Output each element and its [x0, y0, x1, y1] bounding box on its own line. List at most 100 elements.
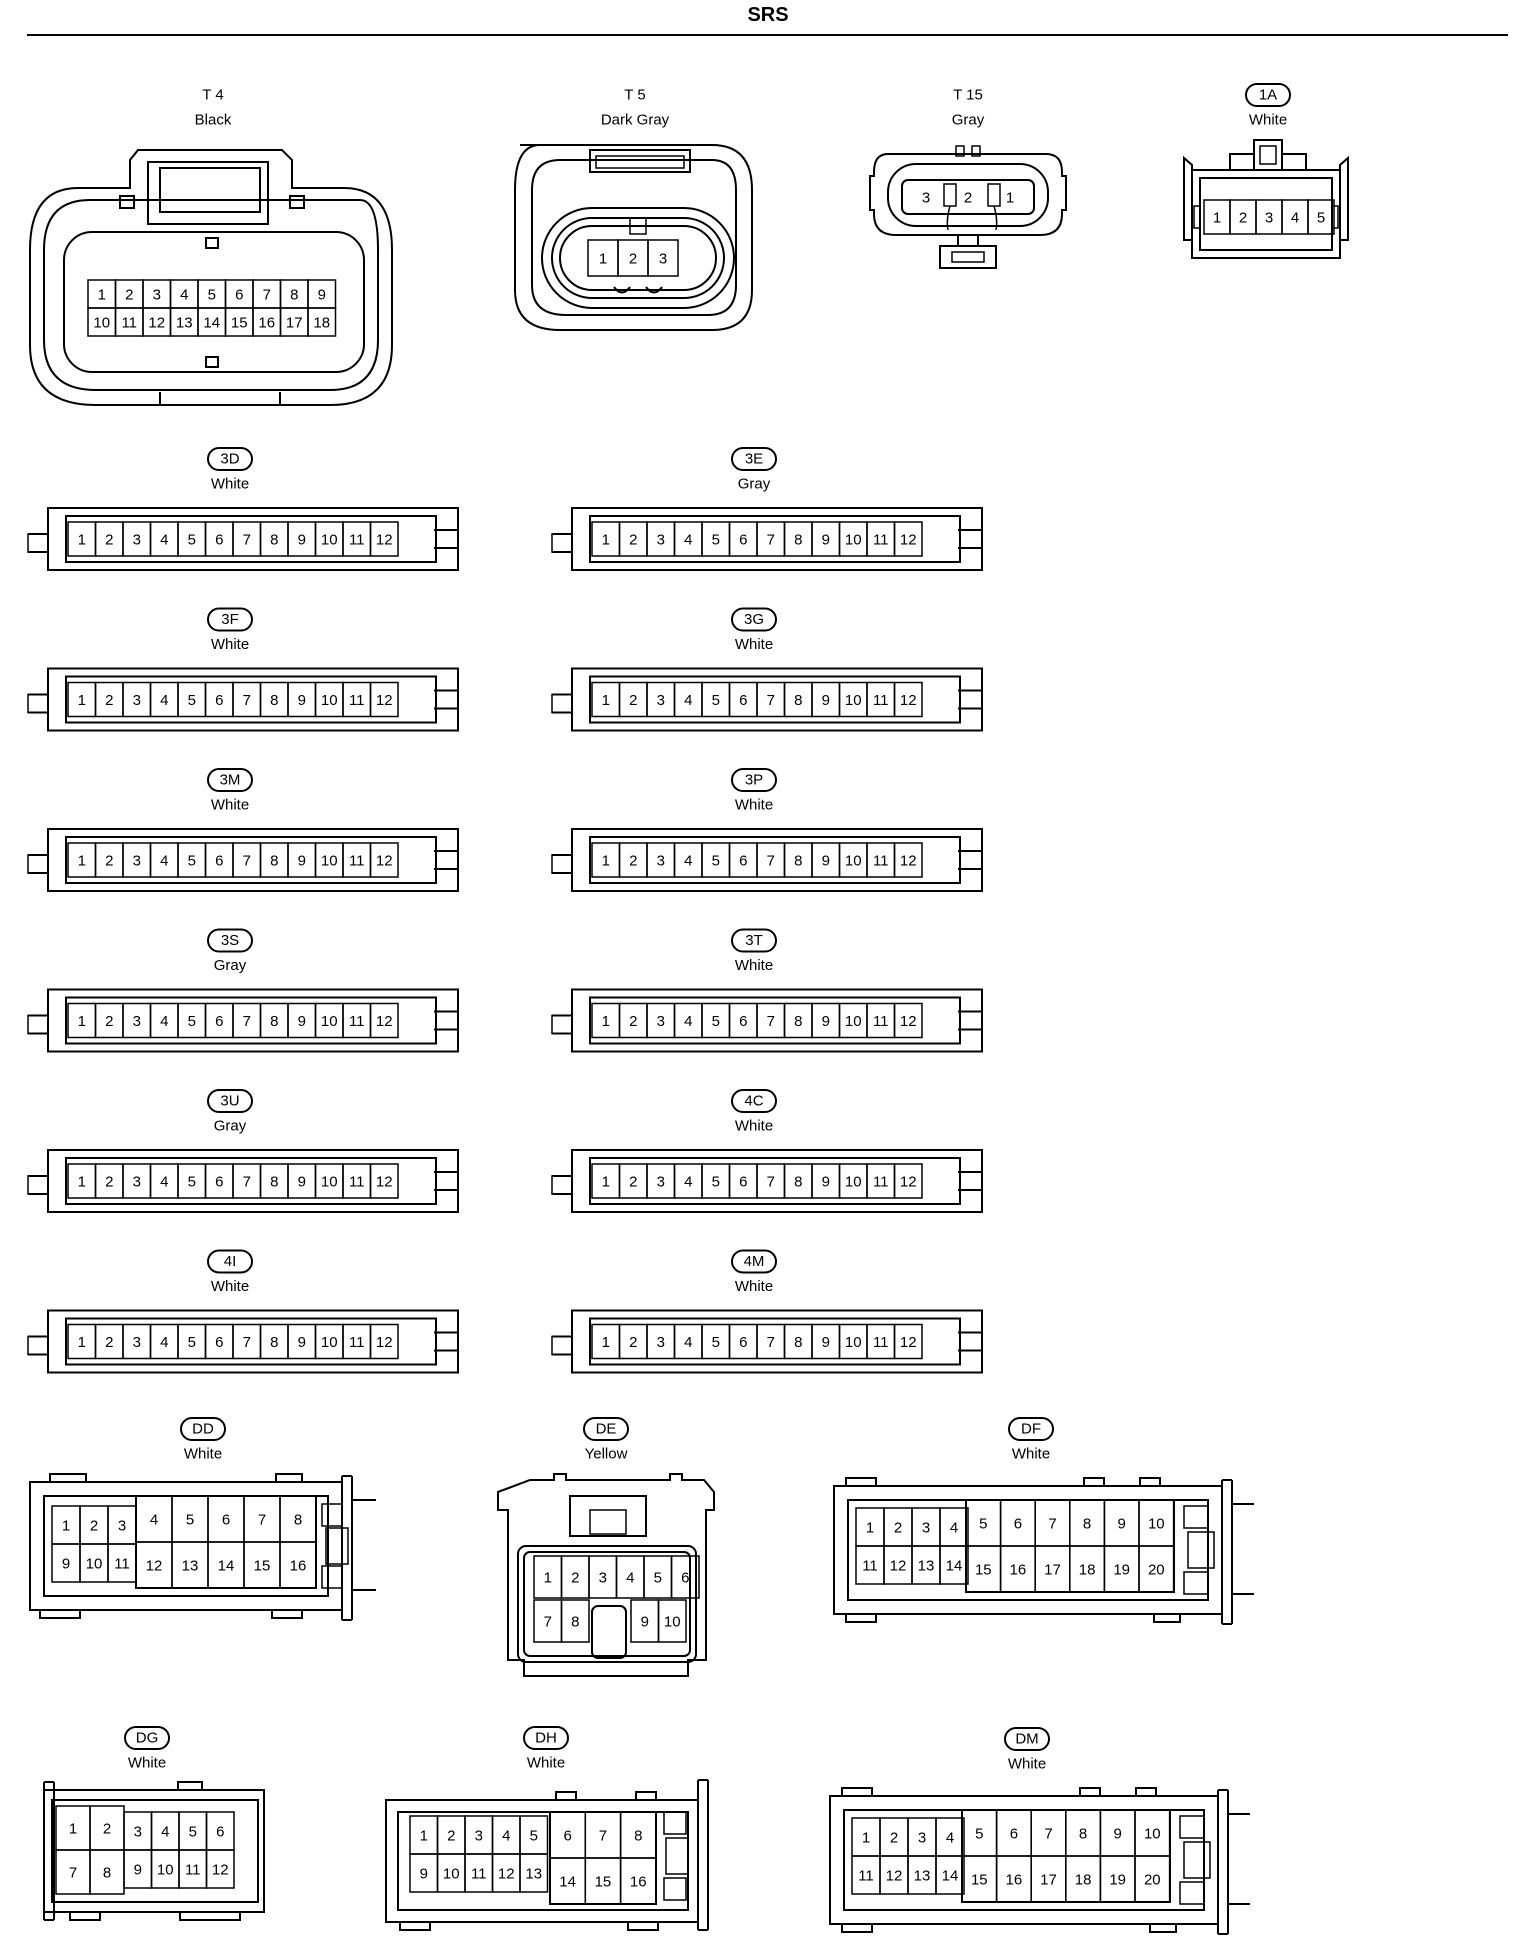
pin-label: 4: [684, 1013, 692, 1030]
pin-label: 9: [62, 1556, 70, 1573]
pin-label: 5: [530, 1828, 538, 1845]
connector-code: DD: [192, 1421, 214, 1438]
pin-label: 1: [420, 1828, 428, 1845]
pin-label: 8: [290, 287, 298, 304]
connector-color: Dark Gray: [601, 112, 670, 129]
pin-label: 5: [188, 532, 196, 549]
pin-label: 3: [659, 251, 667, 268]
code-badge: [731, 1089, 777, 1113]
pin-label: 12: [376, 1334, 393, 1351]
pin-label: 6: [216, 1824, 224, 1841]
pin-label: 12: [498, 1866, 515, 1883]
pin-label: 6: [235, 287, 243, 304]
code-badge: [1004, 1727, 1050, 1751]
pin-label: 8: [571, 1614, 579, 1631]
pin-label: 6: [739, 1013, 747, 1030]
pin-label: 10: [845, 692, 862, 709]
pin-label: 15: [595, 1874, 612, 1891]
pin-label: 10: [86, 1556, 103, 1573]
pin-label: 9: [822, 1013, 830, 1030]
pin-label: 2: [629, 692, 637, 709]
pin-label: 2: [894, 1520, 902, 1537]
pin-label: 7: [767, 1334, 775, 1351]
pin-label: 6: [739, 853, 747, 870]
pin-label: 8: [634, 1828, 642, 1845]
pin-label: 6: [1010, 1826, 1018, 1843]
connector-color: Gray: [952, 112, 985, 129]
pin-label: 7: [243, 692, 251, 709]
pin-label: 8: [270, 532, 278, 549]
pin-label: 16: [258, 315, 275, 332]
pin-label: 13: [182, 1558, 199, 1575]
pin-label: 5: [188, 1334, 196, 1351]
pin-label: 3: [133, 853, 141, 870]
pin-label: 2: [105, 532, 113, 549]
pin-label: 5: [712, 1334, 720, 1351]
pin-label: 14: [559, 1874, 576, 1891]
pin-label: 2: [90, 1518, 98, 1535]
pin-label: 7: [258, 1512, 266, 1529]
pin-label: 1: [602, 692, 610, 709]
pin-label: 2: [125, 287, 133, 304]
pin-label: 1: [866, 1520, 874, 1537]
pin-label: 15: [254, 1558, 271, 1575]
pin-label: 12: [148, 315, 165, 332]
pin-label: 2: [105, 1334, 113, 1351]
pin-label: 20: [1144, 1872, 1161, 1889]
pin-label: 5: [654, 1570, 662, 1587]
code-badge: [1245, 83, 1291, 107]
pin-label: 1: [602, 1174, 610, 1191]
pin-label: 11: [121, 315, 137, 332]
pin-label: 2: [571, 1570, 579, 1587]
pin-label: 3: [133, 532, 141, 549]
pin-label: 1: [599, 251, 607, 268]
pin-label: 12: [212, 1862, 229, 1879]
pin-label: 3: [134, 1824, 142, 1841]
pin-label: 16: [1006, 1872, 1023, 1889]
pin-label: 4: [684, 853, 692, 870]
code-badge: [207, 607, 253, 632]
pin-label: 6: [215, 1334, 223, 1351]
connector-code: 3S: [221, 932, 239, 949]
pin-label: 2: [105, 1013, 113, 1030]
pin-label: 6: [215, 532, 223, 549]
connector-code: DF: [1021, 1421, 1041, 1438]
pin-label: 5: [189, 1824, 197, 1841]
pin-label: 13: [914, 1868, 931, 1885]
pin-label: 9: [641, 1614, 649, 1631]
connector-color: Gray: [738, 476, 771, 493]
pin-label: 1: [78, 853, 86, 870]
pin-label: 8: [270, 692, 278, 709]
pin-label: 15: [231, 315, 248, 332]
pin-label: 7: [544, 1614, 552, 1631]
pin-label: 11: [349, 853, 365, 870]
pin-label: 2: [629, 251, 637, 268]
pin-label: 10: [845, 1334, 862, 1351]
connector-color: Yellow: [585, 1446, 628, 1463]
pin-label: 10: [157, 1862, 174, 1879]
pin-label: 14: [218, 1558, 235, 1575]
pin-label: 8: [794, 532, 802, 549]
pin-label: 1: [602, 1013, 610, 1030]
pin-label: 3: [918, 1830, 926, 1847]
pin-label: 4: [160, 1174, 168, 1191]
pin-label: 3: [133, 1174, 141, 1191]
pin-label: 16: [630, 1874, 647, 1891]
pin-label: 1: [78, 1334, 86, 1351]
pin-label: 10: [845, 853, 862, 870]
pin-label: 2: [629, 532, 637, 549]
pin-label: 2: [890, 1830, 898, 1847]
pin-label: 9: [298, 1174, 306, 1191]
pin-label: 12: [900, 532, 917, 549]
